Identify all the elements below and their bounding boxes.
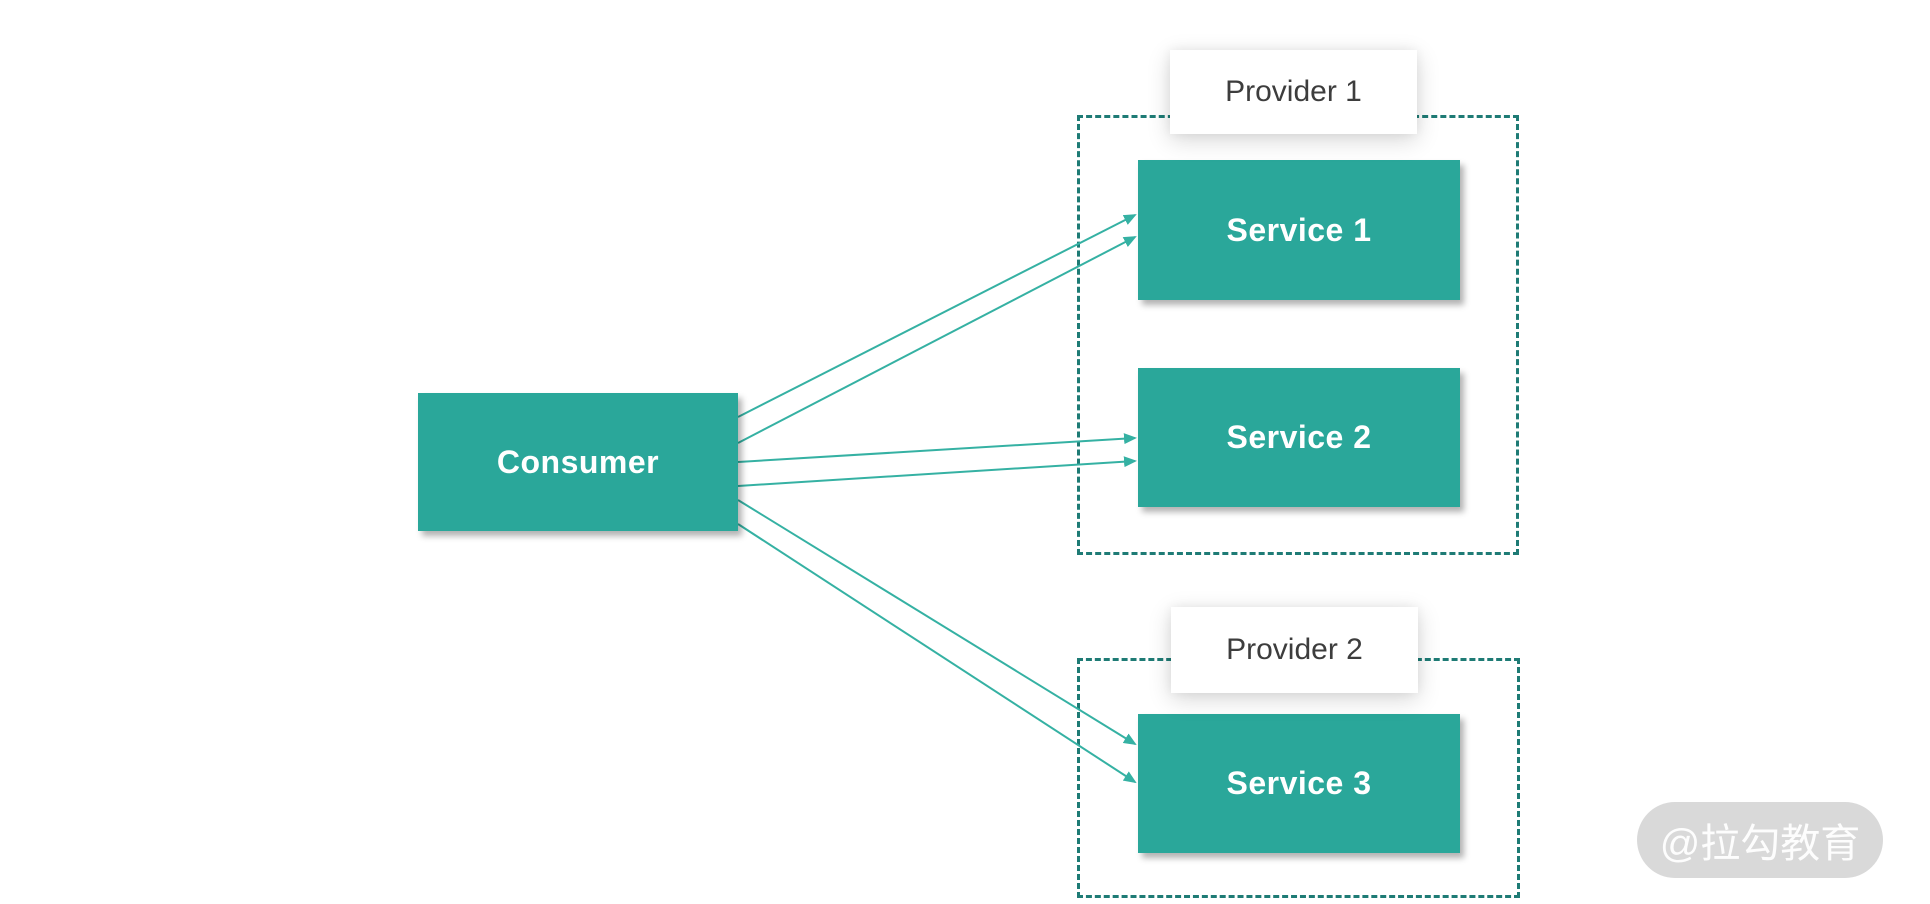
service-1-node-label: Service 1	[1226, 211, 1372, 248]
provider-1-label-text: Provider 1	[1225, 75, 1362, 108]
service-1-node: Service 1	[1138, 160, 1460, 300]
arrow-consumer-service1-b	[737, 236, 1137, 444]
service-2-node-label: Service 2	[1226, 419, 1372, 455]
arrow-consumer-service3-b	[737, 523, 1137, 784]
provider-1-label: Provider 1	[1170, 50, 1417, 134]
arrow-consumer-service1-a	[737, 214, 1137, 418]
arrow-consumer-service3-a	[737, 499, 1137, 746]
watermark-badge: @拉勾教育	[1637, 802, 1883, 878]
watermark-text: @拉勾教育	[1659, 822, 1861, 866]
consumer-node-label: Consumer	[496, 443, 660, 480]
provider-2-label: Provider 2	[1171, 607, 1418, 693]
service-2-node: Service 2	[1138, 368, 1460, 507]
arrow-consumer-service2-a	[737, 433, 1137, 463]
provider-2-label-text: Provider 2	[1226, 633, 1363, 666]
consumer-node: Consumer	[418, 393, 738, 531]
arrow-consumer-service2-b	[737, 456, 1137, 487]
service-3-node: Service 3	[1138, 714, 1460, 853]
service-3-node-label: Service 3	[1226, 765, 1372, 801]
